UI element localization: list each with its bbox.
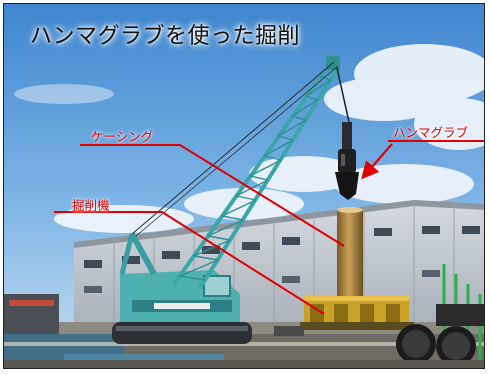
foreground-materials — [4, 354, 484, 368]
excavator-rig — [274, 296, 414, 336]
casing-callout-line — [80, 144, 345, 247]
stacked-pipes — [396, 304, 484, 366]
hammer-grab-callout-arrow — [361, 143, 393, 180]
hammer-grab-label: ハンマグラブ — [393, 125, 469, 140]
hammer-grab — [335, 122, 359, 200]
crawler-crane — [112, 56, 350, 344]
excavator-callout-line — [54, 211, 325, 315]
photo-frame: ハンマグラブを使った掘削 ケーシング ハンマグラブ 掘削機 — [3, 3, 485, 369]
crane-photo — [4, 4, 484, 368]
excavator-label: 掘削機 — [72, 198, 110, 213]
callout-lines — [54, 140, 484, 315]
page-title: ハンマグラブを使った掘削 — [30, 24, 301, 49]
casing-label: ケーシング — [91, 129, 154, 144]
